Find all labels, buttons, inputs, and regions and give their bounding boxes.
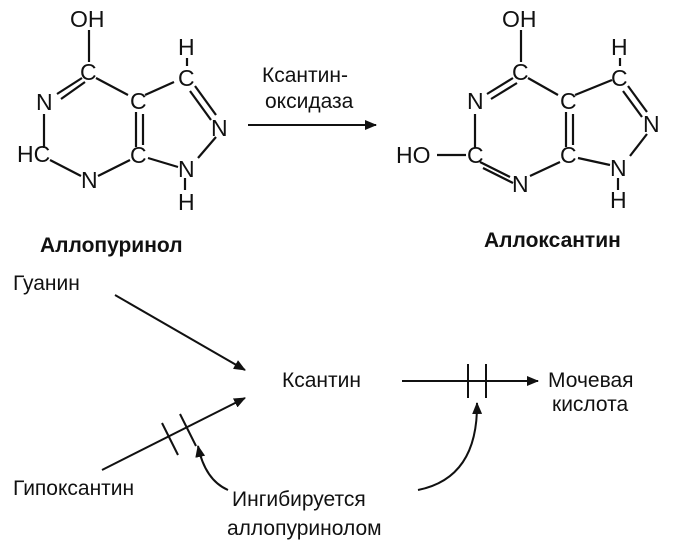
alloxanthine-n-bottom: N bbox=[512, 171, 529, 197]
inhibited-label-line1: Ингибируется bbox=[232, 488, 366, 511]
alloxanthine-c-right-bottom: C bbox=[560, 142, 577, 168]
alloxanthine-c-top: C bbox=[512, 59, 529, 85]
inhibited-label-line2: аллопуринолом bbox=[227, 517, 382, 540]
alloxanthine-n-left: N bbox=[467, 88, 484, 114]
hypoxanthine-block-bar-1 bbox=[161, 422, 179, 456]
alloxanthine-c-left: C bbox=[467, 142, 484, 168]
allopurinol-hc: HC bbox=[17, 141, 50, 167]
allopurinol-name: Аллопуринол bbox=[40, 234, 183, 257]
guanine-label: Гуанин bbox=[13, 272, 80, 295]
xanthine-label: Ксантин bbox=[282, 369, 361, 392]
allopurinol-h-nh: H bbox=[178, 189, 195, 215]
allopurinol-n-five: N bbox=[211, 115, 228, 141]
alloxanthine-nh: N bbox=[610, 155, 627, 181]
alloxanthine-h-nh: H bbox=[610, 187, 627, 213]
uric-acid-label-line1: Мочевая bbox=[548, 369, 634, 392]
alloxanthine-c-right-top: C bbox=[560, 88, 577, 114]
alloxanthine-oh: OH bbox=[502, 6, 537, 32]
guanine-to-xanthine-arrow bbox=[114, 294, 246, 371]
allopurinol-nh: N bbox=[178, 156, 195, 182]
allopurinol-c-top: C bbox=[80, 59, 97, 85]
uric-acid-label-line2: кислота bbox=[552, 393, 629, 416]
allopurinol-n-bottom: N bbox=[81, 167, 98, 193]
oxidase-reaction: Ксантин- оксидаза bbox=[248, 64, 377, 130]
allopurinol-c-right-bottom: C bbox=[130, 142, 147, 168]
enzyme-label-line1: Ксантин- bbox=[262, 64, 348, 87]
purine-pathway: Гуанин Гипоксантин Ксантин Мочевая кисло… bbox=[13, 272, 634, 540]
allopurinol-c-right-top: C bbox=[130, 88, 147, 114]
alloxanthine-ho: HO bbox=[396, 142, 431, 168]
allopurinol-h-five: H bbox=[178, 34, 195, 60]
hypoxanthine-label: Гипоксантин bbox=[13, 477, 134, 500]
allopurinol-oh: OH bbox=[70, 6, 105, 32]
alloxanthine-structure: OH C N HO C N C C H C N N H bbox=[396, 6, 660, 213]
alloxanthine-h-five: H bbox=[611, 34, 628, 60]
hypoxanthine-to-xanthine-arrow bbox=[101, 397, 246, 471]
inhibition-arrow-to-xanthine-step bbox=[417, 402, 483, 491]
allopurinol-c-five: C bbox=[178, 65, 195, 91]
alloxanthine-name: Аллоксантин bbox=[484, 229, 621, 252]
enzyme-label-line2: оксидаза bbox=[265, 90, 354, 113]
allopurinol-n-left: N bbox=[36, 89, 53, 115]
allopurinol-structure: OH C N HC N C C H C N N H bbox=[17, 6, 228, 215]
alloxanthine-n-five: N bbox=[643, 111, 660, 137]
alloxanthine-c-five: C bbox=[611, 65, 628, 91]
inhibition-arrow-to-hypoxanthine-step bbox=[195, 445, 229, 491]
hypoxanthine-block-bar-2 bbox=[179, 413, 197, 447]
